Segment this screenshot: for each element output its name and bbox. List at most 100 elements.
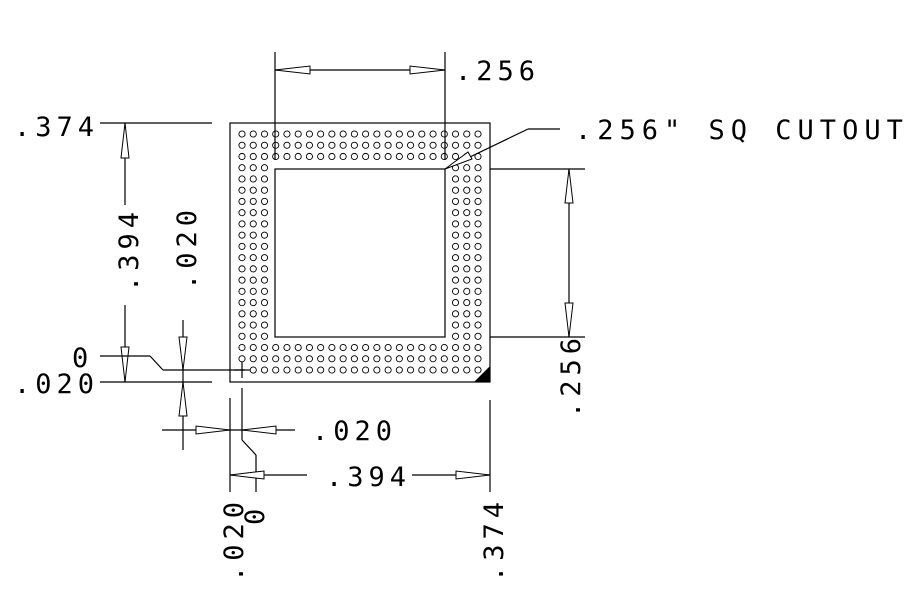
solder-pad: [260, 355, 269, 363]
solder-pad: [418, 130, 426, 138]
solder-pad: [238, 152, 246, 161]
solder-pad: [249, 366, 257, 374]
solder-pad: [249, 175, 257, 183]
solder-pad: [474, 130, 482, 138]
solder-pad: [463, 355, 471, 363]
solder-pad: [328, 343, 336, 352]
solder-pad: [463, 254, 471, 262]
solder-pad: [238, 355, 246, 363]
solder-pad: [350, 130, 358, 138]
solder-pad: [249, 276, 257, 284]
solder-pad: [362, 152, 370, 161]
top-width-label: .256: [455, 56, 540, 87]
solder-pad: [294, 130, 302, 138]
solder-pad: [373, 152, 381, 161]
solder-pad: [429, 130, 437, 138]
solder-pad: [395, 343, 403, 352]
pad-grid: [238, 130, 482, 374]
solder-pad: [249, 332, 257, 340]
solder-pad: [305, 130, 313, 138]
solder-pad: [249, 197, 257, 205]
solder-pad: [474, 175, 482, 183]
solder-pad: [451, 366, 460, 374]
solder-pad: [451, 310, 460, 318]
bottom-right-ref-label: .374: [479, 497, 510, 582]
solder-pad: [395, 366, 403, 374]
solder-pad: [249, 343, 257, 352]
solder-pad: [260, 220, 269, 228]
solder-pad: [418, 366, 426, 374]
solder-pad: [238, 287, 246, 295]
solder-pad: [373, 141, 381, 149]
solder-pad: [474, 164, 482, 172]
solder-pad: [463, 299, 471, 307]
solder-pad: [249, 186, 257, 194]
solder-pad: [395, 141, 403, 149]
solder-pad: [260, 197, 269, 205]
solder-pad: [384, 152, 392, 161]
solder-pad: [451, 175, 460, 183]
solder-pad: [305, 355, 313, 363]
solder-pad: [260, 343, 269, 352]
bottom-width-dimension: .394 .020 0 .374: [219, 400, 510, 582]
solder-pad: [474, 332, 482, 340]
solder-pad: [474, 343, 482, 352]
solder-pad: [451, 186, 460, 194]
solder-pad: [384, 366, 392, 374]
solder-pad: [260, 209, 269, 217]
solder-pad: [339, 355, 347, 363]
left-bottom-ref-label: .020: [14, 369, 99, 400]
solder-pad: [339, 366, 347, 374]
solder-pad: [238, 265, 246, 273]
solder-pad: [238, 220, 246, 228]
solder-pad: [328, 152, 336, 161]
solder-pad: [238, 164, 246, 172]
solder-pad: [474, 209, 482, 217]
solder-pad: [463, 209, 471, 217]
origin-crosshair: [234, 362, 250, 378]
solder-pad: [238, 299, 246, 307]
solder-pad: [395, 152, 403, 161]
solder-pad: [474, 141, 482, 149]
solder-pad: [451, 265, 460, 273]
solder-pad: [249, 130, 257, 138]
solder-pad: [249, 231, 257, 239]
solder-pad: [328, 141, 336, 149]
solder-pad: [249, 287, 257, 295]
solder-pad: [474, 186, 482, 194]
cutout-note: .256" SQ CUTOUT: [575, 115, 909, 146]
solder-pad: [272, 130, 280, 138]
solder-pad: [249, 321, 257, 329]
solder-pad: [238, 186, 246, 194]
solder-pad: [474, 355, 482, 363]
solder-pad: [294, 343, 302, 352]
solder-pad: [350, 152, 358, 161]
solder-pad: [350, 366, 358, 374]
solder-pad: [317, 355, 325, 363]
bottom-pitch-dimension: .020: [162, 388, 392, 492]
solder-pad: [238, 343, 246, 352]
solder-pad: [238, 242, 246, 250]
solder-pad: [238, 310, 246, 318]
solder-pad: [283, 152, 291, 161]
solder-pad: [328, 130, 336, 138]
top-width-dimension: .256: [274, 52, 540, 160]
solder-pad: [238, 332, 246, 340]
solder-pad: [238, 276, 246, 284]
solder-pad: [384, 141, 392, 149]
solder-pad: [305, 141, 313, 149]
solder-pad: [440, 343, 448, 352]
solder-pad: [260, 265, 269, 273]
solder-pad: [474, 242, 482, 250]
solder-pad: [373, 343, 381, 352]
solder-pad: [305, 366, 313, 374]
left-zero-label: 0: [72, 343, 93, 374]
solder-pad: [440, 366, 448, 374]
right-cutout-dimension: .256: [490, 168, 587, 418]
solder-pad: [463, 366, 471, 374]
solder-pad: [260, 276, 269, 284]
solder-pad: [463, 175, 471, 183]
solder-pad: [362, 343, 370, 352]
solder-pad: [451, 299, 460, 307]
square-cutout: [274, 168, 446, 338]
